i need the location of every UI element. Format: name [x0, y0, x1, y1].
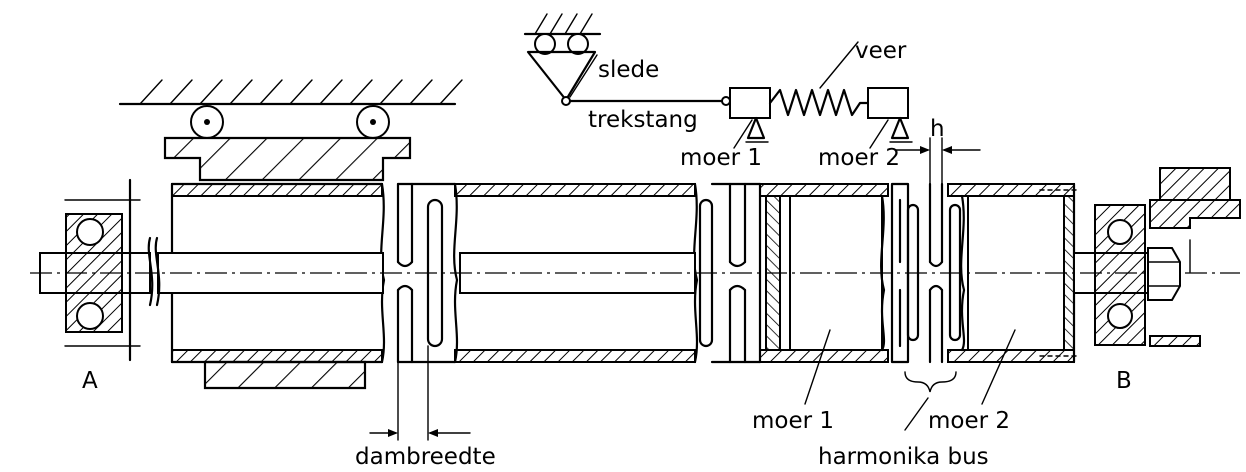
- label-slede: slede: [598, 57, 659, 83]
- h-dimension: [894, 137, 981, 185]
- guide-rollers: [190, 105, 390, 139]
- bellows-tube: [170, 182, 1081, 364]
- trekstang-rod: [568, 96, 731, 106]
- label-h: h: [930, 116, 945, 142]
- slide-block-bottom: [203, 360, 367, 390]
- label-A: A: [82, 368, 98, 394]
- label-B: B: [1116, 368, 1132, 394]
- dambreedte-dimension: [369, 345, 471, 441]
- leader-lines: [569, 41, 1016, 431]
- veer-spring: [768, 88, 870, 117]
- slide-block-top: [163, 136, 412, 182]
- moer2-schematic: [867, 87, 913, 143]
- label-moer2-top: moer 2: [818, 145, 900, 171]
- label-moer2-bottom: moer 2: [928, 408, 1010, 434]
- slede-schematic: [523, 13, 602, 106]
- top-guide-frame: [118, 79, 463, 106]
- label-dambreedte: dambreedte: [355, 444, 496, 470]
- label-veer: veer: [855, 38, 907, 64]
- label-moer1-bottom: moer 1: [752, 408, 834, 434]
- moer1-schematic: [729, 87, 771, 143]
- bearing-B: [1094, 167, 1241, 347]
- spindle: [30, 236, 1240, 307]
- label-harmonika-bus: harmonika bus: [818, 444, 989, 470]
- label-moer1-top: moer 1: [680, 145, 762, 171]
- bearing-A: [64, 178, 141, 362]
- label-trekstang: trekstang: [588, 107, 698, 133]
